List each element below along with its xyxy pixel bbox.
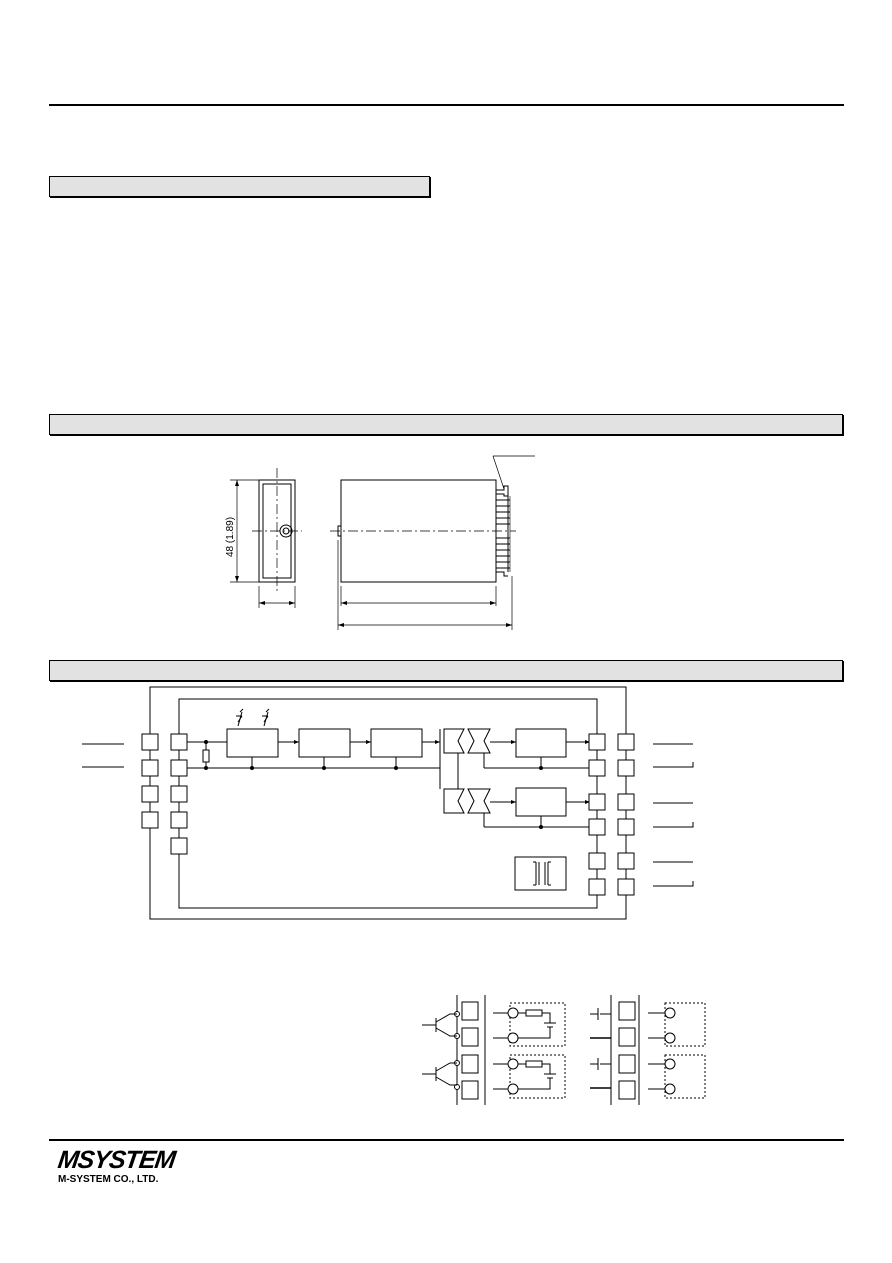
width-dimension-line xyxy=(258,586,296,608)
height-dimension-line xyxy=(230,479,259,583)
company-name: M-SYSTEM CO., LTD. xyxy=(58,1174,159,1185)
section-header-bar-block-diagram xyxy=(49,660,843,681)
header-rule xyxy=(49,104,844,106)
output-connection-diagram xyxy=(422,995,706,1105)
block-diagram xyxy=(82,686,694,920)
section-header-bar-1 xyxy=(49,176,430,197)
section-header-bar-dimensions xyxy=(49,414,843,435)
length-dimension-lines xyxy=(337,540,513,630)
side-view-outline xyxy=(330,455,535,583)
logo-wordmark: MSYSTEM xyxy=(56,1146,177,1174)
front-view-outline xyxy=(252,468,302,594)
company-logo: MSYSTEM M-SYSTEM CO., LTD. xyxy=(56,1146,177,1186)
footer-rule xyxy=(49,1139,844,1141)
height-dimension-label: 48 (1.89) xyxy=(225,517,236,557)
